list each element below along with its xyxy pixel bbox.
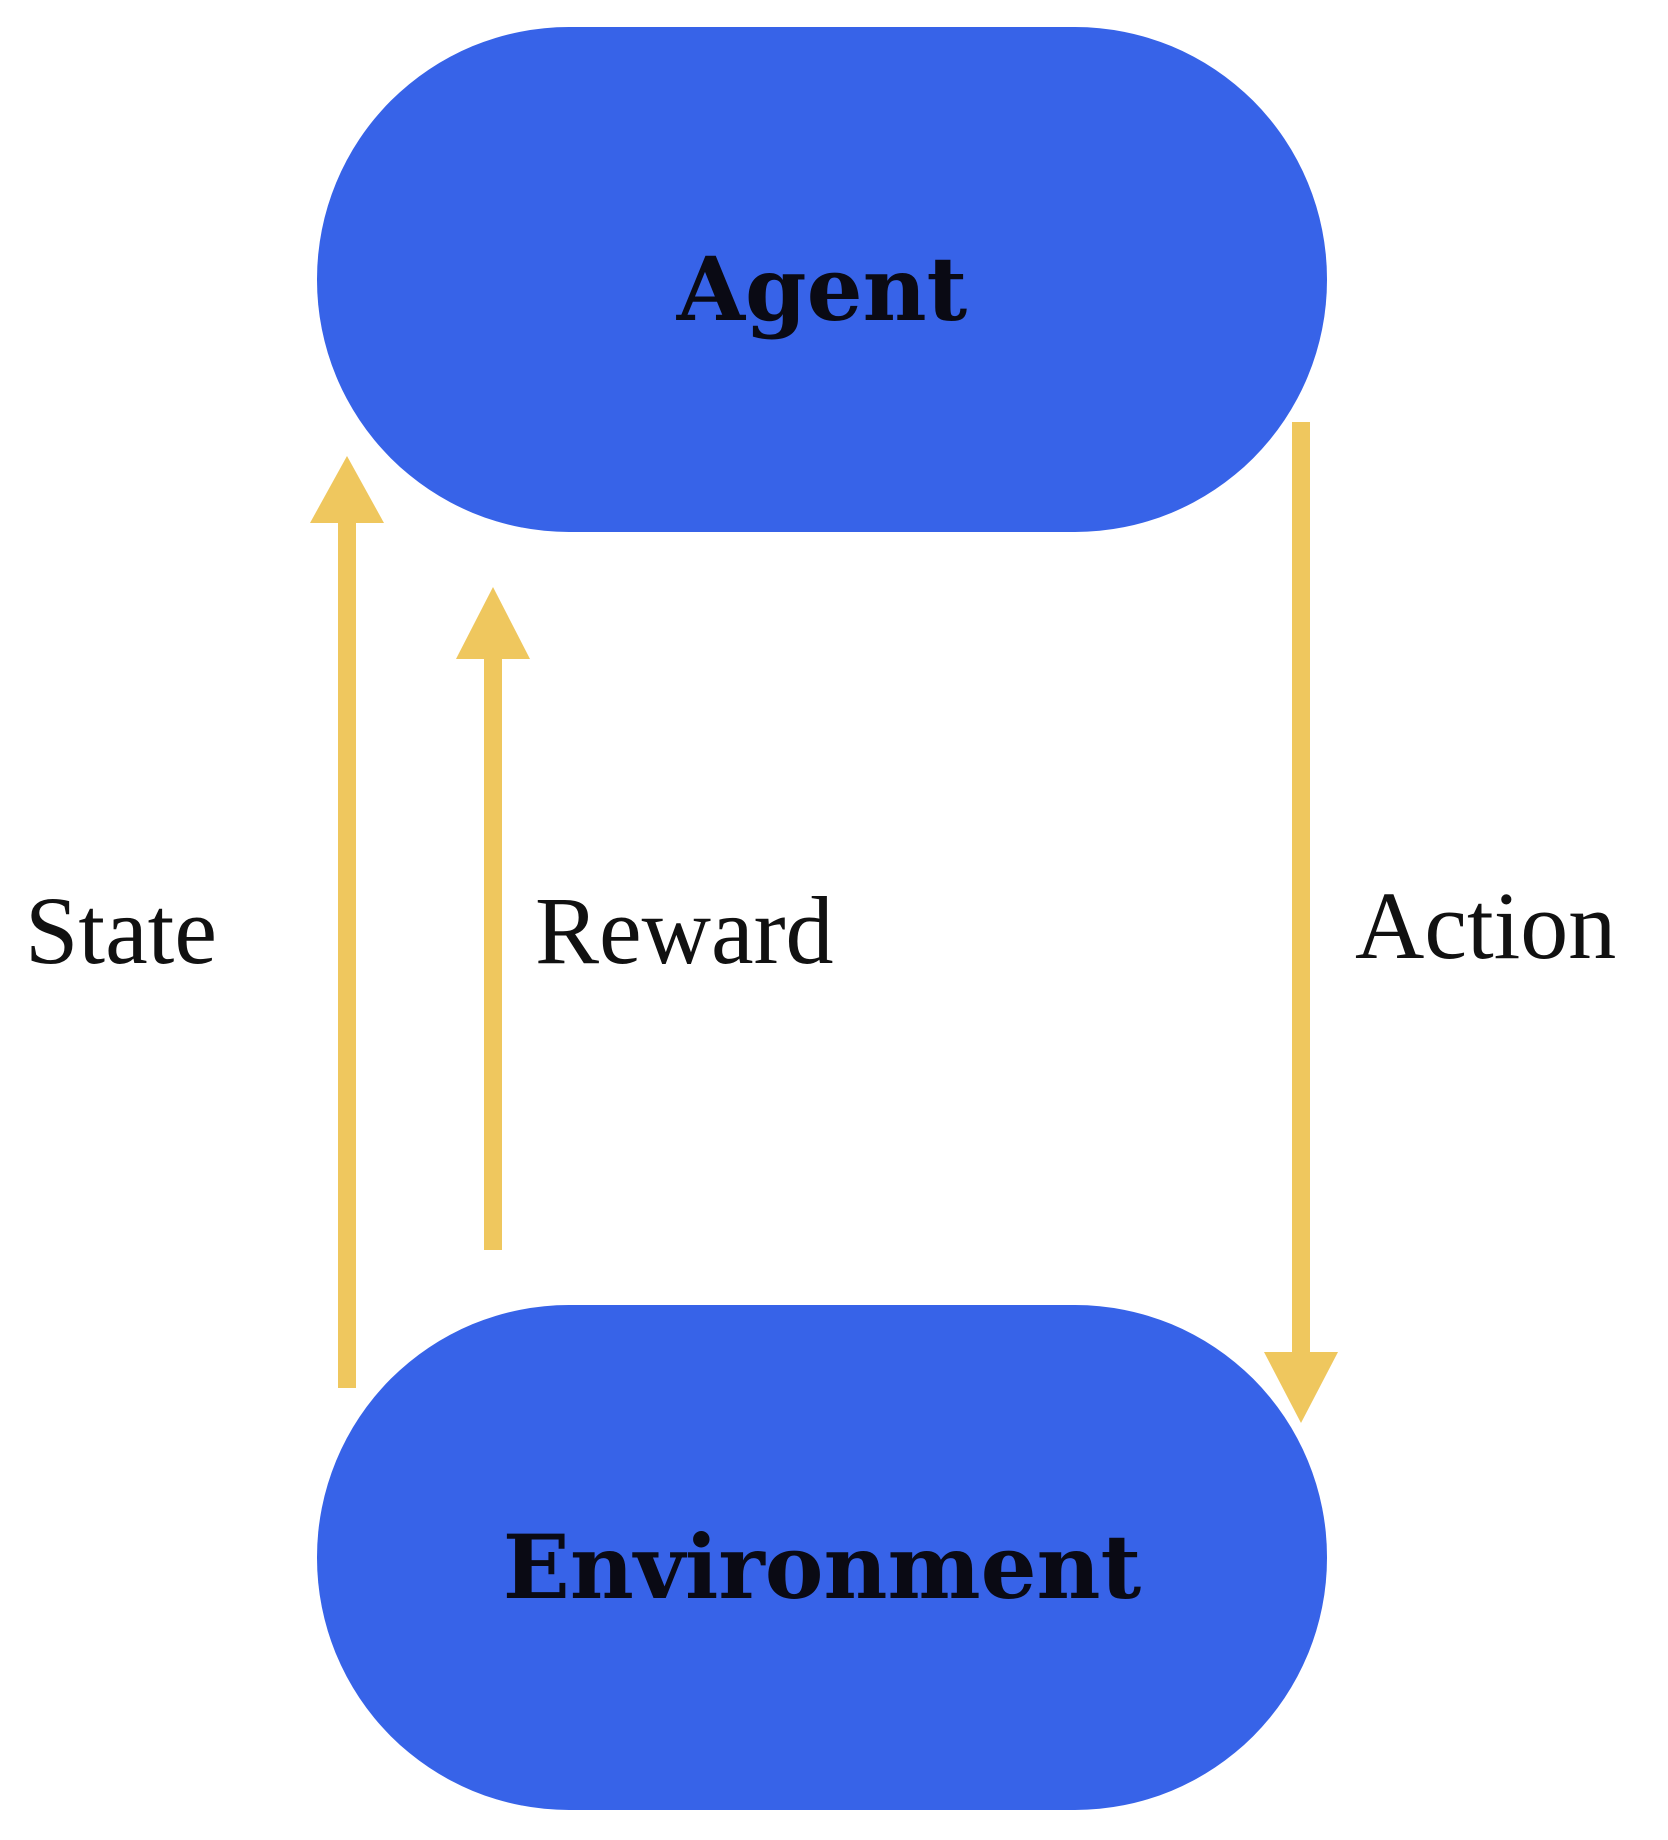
- reward-arrow-shaft: [484, 654, 502, 1250]
- action-arrow: [1264, 422, 1338, 1423]
- action-arrow-head: [1264, 1352, 1338, 1423]
- agent-node: Agent: [317, 27, 1327, 532]
- reward-arrow-head: [456, 587, 530, 659]
- agent-node-label: Agent: [676, 237, 968, 341]
- state-arrow: [310, 456, 384, 1388]
- action-arrow-shaft: [1292, 422, 1310, 1357]
- state-label: State: [25, 877, 217, 984]
- environment-node: Environment: [317, 1305, 1327, 1810]
- action-label: Action: [1355, 872, 1616, 979]
- environment-node-label: Environment: [503, 1515, 1142, 1619]
- reward-label: Reward: [535, 877, 834, 984]
- state-arrow-head: [310, 456, 384, 523]
- environment-node-shape: [317, 1305, 1327, 1810]
- reward-arrow: [456, 587, 530, 1250]
- state-arrow-shaft: [338, 520, 356, 1388]
- agent-node-shape: [317, 27, 1327, 532]
